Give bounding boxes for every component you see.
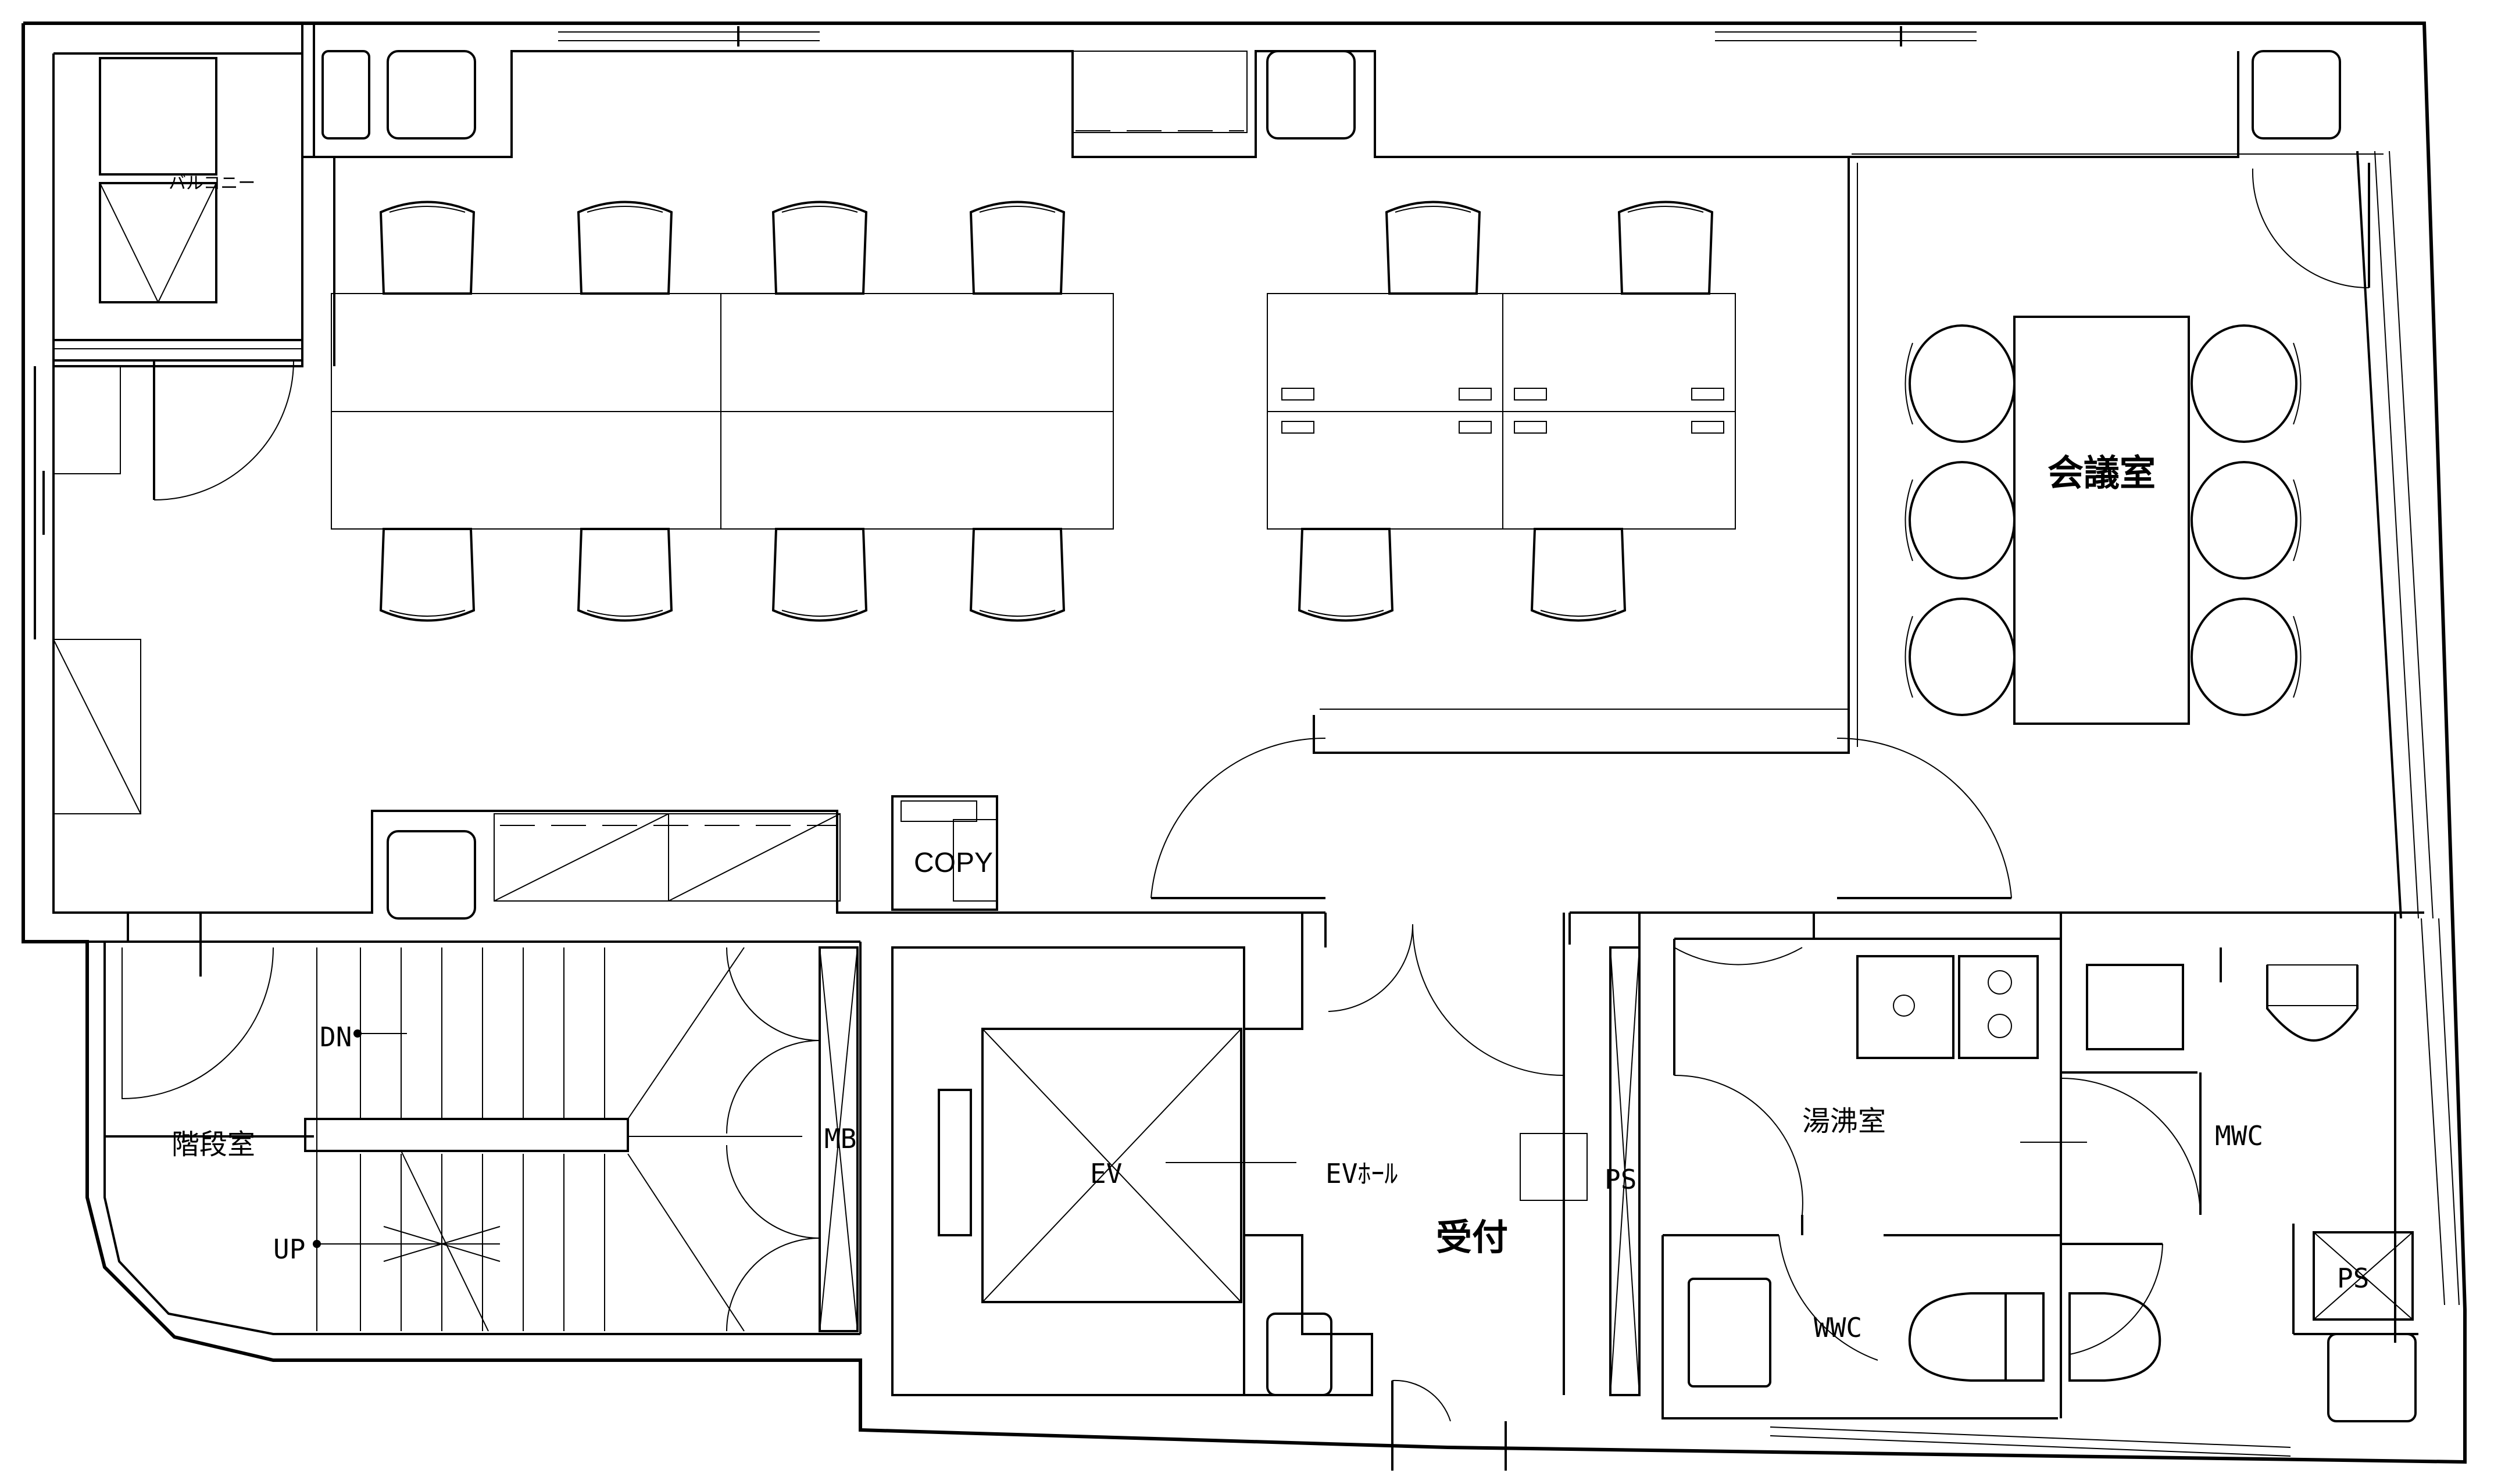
meeting-room: 会議室 — [1313, 153, 2384, 754]
desk-cluster-right — [1267, 293, 1736, 530]
chair — [1298, 528, 1394, 622]
balcony-door — [34, 360, 294, 814]
chair — [771, 201, 868, 295]
copy-label: COPY — [914, 848, 993, 878]
copier: COPY — [891, 795, 998, 911]
meeting-room-label: 会議室 — [2048, 453, 2156, 494]
chair — [1385, 201, 1481, 295]
desk-cluster-left — [331, 293, 1114, 530]
ev-label: EV — [1090, 1158, 1122, 1189]
interior-walls-top — [334, 50, 2239, 158]
balcony: バルコニー — [53, 23, 335, 366]
stair-up-label: UP — [273, 1233, 305, 1265]
chair — [1530, 528, 1627, 622]
top-windows — [558, 26, 1977, 47]
office-chairs — [379, 201, 1714, 622]
chair — [1904, 461, 2016, 580]
meeting-chairs — [1904, 324, 2302, 716]
chair — [969, 201, 1066, 295]
ps-shaft: PS — [1605, 913, 1641, 1396]
chair — [379, 201, 476, 295]
bottom-windows — [1770, 1426, 2291, 1457]
reception-label: 受付 — [1436, 1218, 1508, 1258]
chair — [1617, 201, 1714, 295]
balcony-label: バルコニー — [169, 173, 255, 194]
chair — [1904, 324, 2016, 443]
mb-label: MB — [824, 1123, 856, 1154]
chair — [969, 528, 1066, 622]
ps-label: PS — [1605, 1164, 1636, 1195]
ps-small-label: PS — [2337, 1263, 2369, 1294]
kitchenette: 湯沸室 — [1673, 913, 2087, 1235]
chair — [577, 201, 673, 295]
office-double-door — [1150, 737, 2012, 899]
chair — [379, 528, 476, 622]
toilets: MWC WWC PS — [1661, 947, 2418, 1419]
elevator: EV — [891, 946, 1245, 1396]
kitchenette-label: 湯沸室 — [1802, 1106, 1886, 1137]
chair — [771, 528, 868, 622]
ev-hall-label: EVﾎｰﾙ — [1325, 1158, 1398, 1189]
right-window-wall — [2356, 151, 2460, 1343]
stair-down-label: DN — [320, 1021, 352, 1053]
ev-hall: EVﾎｰﾙ 受付 — [1166, 913, 1588, 1471]
chair — [2191, 324, 2302, 443]
mwc-label: MWC — [2215, 1120, 2263, 1152]
stairwell: 階段室 DN UP — [87, 941, 862, 1334]
chair — [2191, 461, 2302, 580]
lower-wall — [53, 810, 2424, 977]
chair — [1904, 598, 2016, 716]
chair — [577, 528, 673, 622]
chair — [2191, 598, 2302, 716]
mb-shaft: MB — [726, 946, 859, 1332]
wwc-label: WWC — [1814, 1312, 1862, 1343]
stairwell-label: 階段室 — [171, 1129, 255, 1160]
